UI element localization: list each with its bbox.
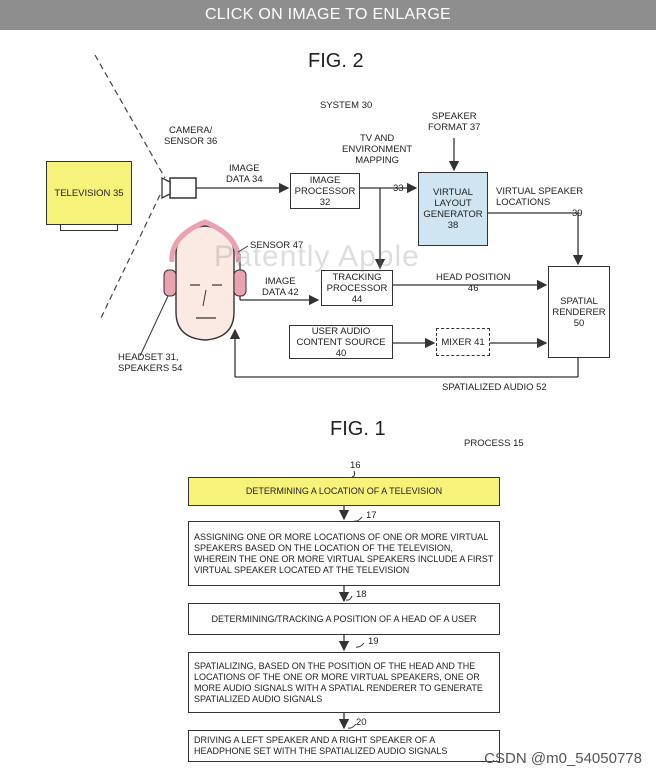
ref-39-label: 39 [572, 208, 583, 219]
step-19-text: SPATIALIZING, BASED ON THE POSITION OF T… [194, 660, 483, 704]
television-label: TELEVISION 35 [54, 187, 124, 199]
virtual-layout-box: VIRTUAL LAYOUT GENERATOR 38 [418, 172, 488, 246]
tracking-processor-box: TRACKING PROCESSOR 44 [321, 270, 393, 306]
headset-label: HEADSET 31, SPEAKERS 54 [118, 352, 183, 374]
step-18-text: DETERMINING/TRACKING A POSITION OF A HEA… [211, 613, 477, 624]
image-processor-label: IMAGE PROCESSOR 32 [294, 174, 356, 208]
fig2-title: FIG. 2 [308, 50, 364, 72]
head-position-label: HEAD POSITION 46 [436, 272, 511, 294]
sensor-47-label: SENSOR 47 [250, 240, 304, 251]
virtual-layout-label: VIRTUAL LAYOUT GENERATOR 38 [423, 187, 483, 231]
mixer-box: MIXER 41 [436, 328, 490, 356]
step-19-num: 19 [368, 636, 379, 647]
mixer-label: MIXER 41 [441, 336, 485, 348]
ref-33-label: 33 [393, 183, 404, 194]
enlarge-banner-text: CLICK ON IMAGE TO ENLARGE [204, 6, 452, 23]
step-16-box: DETERMINING A LOCATION OF A TELEVISION [188, 477, 500, 506]
fig1-title: FIG. 1 [330, 418, 386, 440]
virtual-speaker-locations-label: VIRTUAL SPEAKER LOCATIONS [496, 186, 584, 208]
television-box: TELEVISION 35 [46, 161, 132, 225]
spatial-renderer-box: SPATIAL RENDERER 50 [548, 266, 610, 358]
step-17-num: 17 [366, 510, 377, 521]
tv-mapping-label: TV AND ENVIRONMENT MAPPING [342, 133, 413, 166]
step-20-box: DRIVING A LEFT SPEAKER AND A RIGHT SPEAK… [188, 730, 500, 762]
image-processor-box: IMAGE PROCESSOR 32 [290, 173, 360, 209]
step-17-text: ASSIGNING ONE OR MORE LOCATIONS OF ONE O… [194, 531, 494, 575]
user-audio-box: USER AUDIO CONTENT SOURCE 40 [289, 325, 393, 359]
system-label: SYSTEM 30 [320, 100, 373, 111]
step-18-num: 18 [356, 589, 367, 600]
tracking-processor-label: TRACKING PROCESSOR 44 [326, 271, 388, 305]
enlarge-banner[interactable]: CLICK ON IMAGE TO ENLARGE [0, 0, 656, 30]
camera-label: CAMERA/ SENSOR 36 [164, 125, 218, 147]
spatial-renderer-label: SPATIAL RENDERER 50 [552, 295, 606, 329]
step-18-box: DETERMINING/TRACKING A POSITION OF A HEA… [188, 603, 500, 635]
spatialized-audio-label: SPATIALIZED AUDIO 52 [442, 382, 547, 393]
step-20-num: 20 [356, 717, 367, 728]
source-credit: CSDN @m0_54050778 [484, 750, 642, 767]
step-17-box: ASSIGNING ONE OR MORE LOCATIONS OF ONE O… [188, 521, 500, 586]
speaker-format-label: SPEAKER FORMAT 37 [428, 111, 481, 133]
step-20-text: DRIVING A LEFT SPEAKER AND A RIGHT SPEAK… [194, 735, 448, 756]
watermark-text: Patently Apple [214, 240, 420, 273]
step-16-text: DETERMINING A LOCATION OF A TELEVISION [245, 486, 443, 496]
step-16-num: 16 [350, 460, 361, 471]
user-audio-label: USER AUDIO CONTENT SOURCE 40 [296, 325, 386, 359]
step-19-box: SPATIALIZING, BASED ON THE POSITION OF T… [188, 652, 500, 713]
television-stand [60, 225, 118, 231]
process-label: PROCESS 15 [464, 438, 524, 449]
image-data-42-label: IMAGE DATA 42 [262, 276, 299, 298]
image-data-34-label: IMAGE DATA 34 [226, 163, 263, 185]
